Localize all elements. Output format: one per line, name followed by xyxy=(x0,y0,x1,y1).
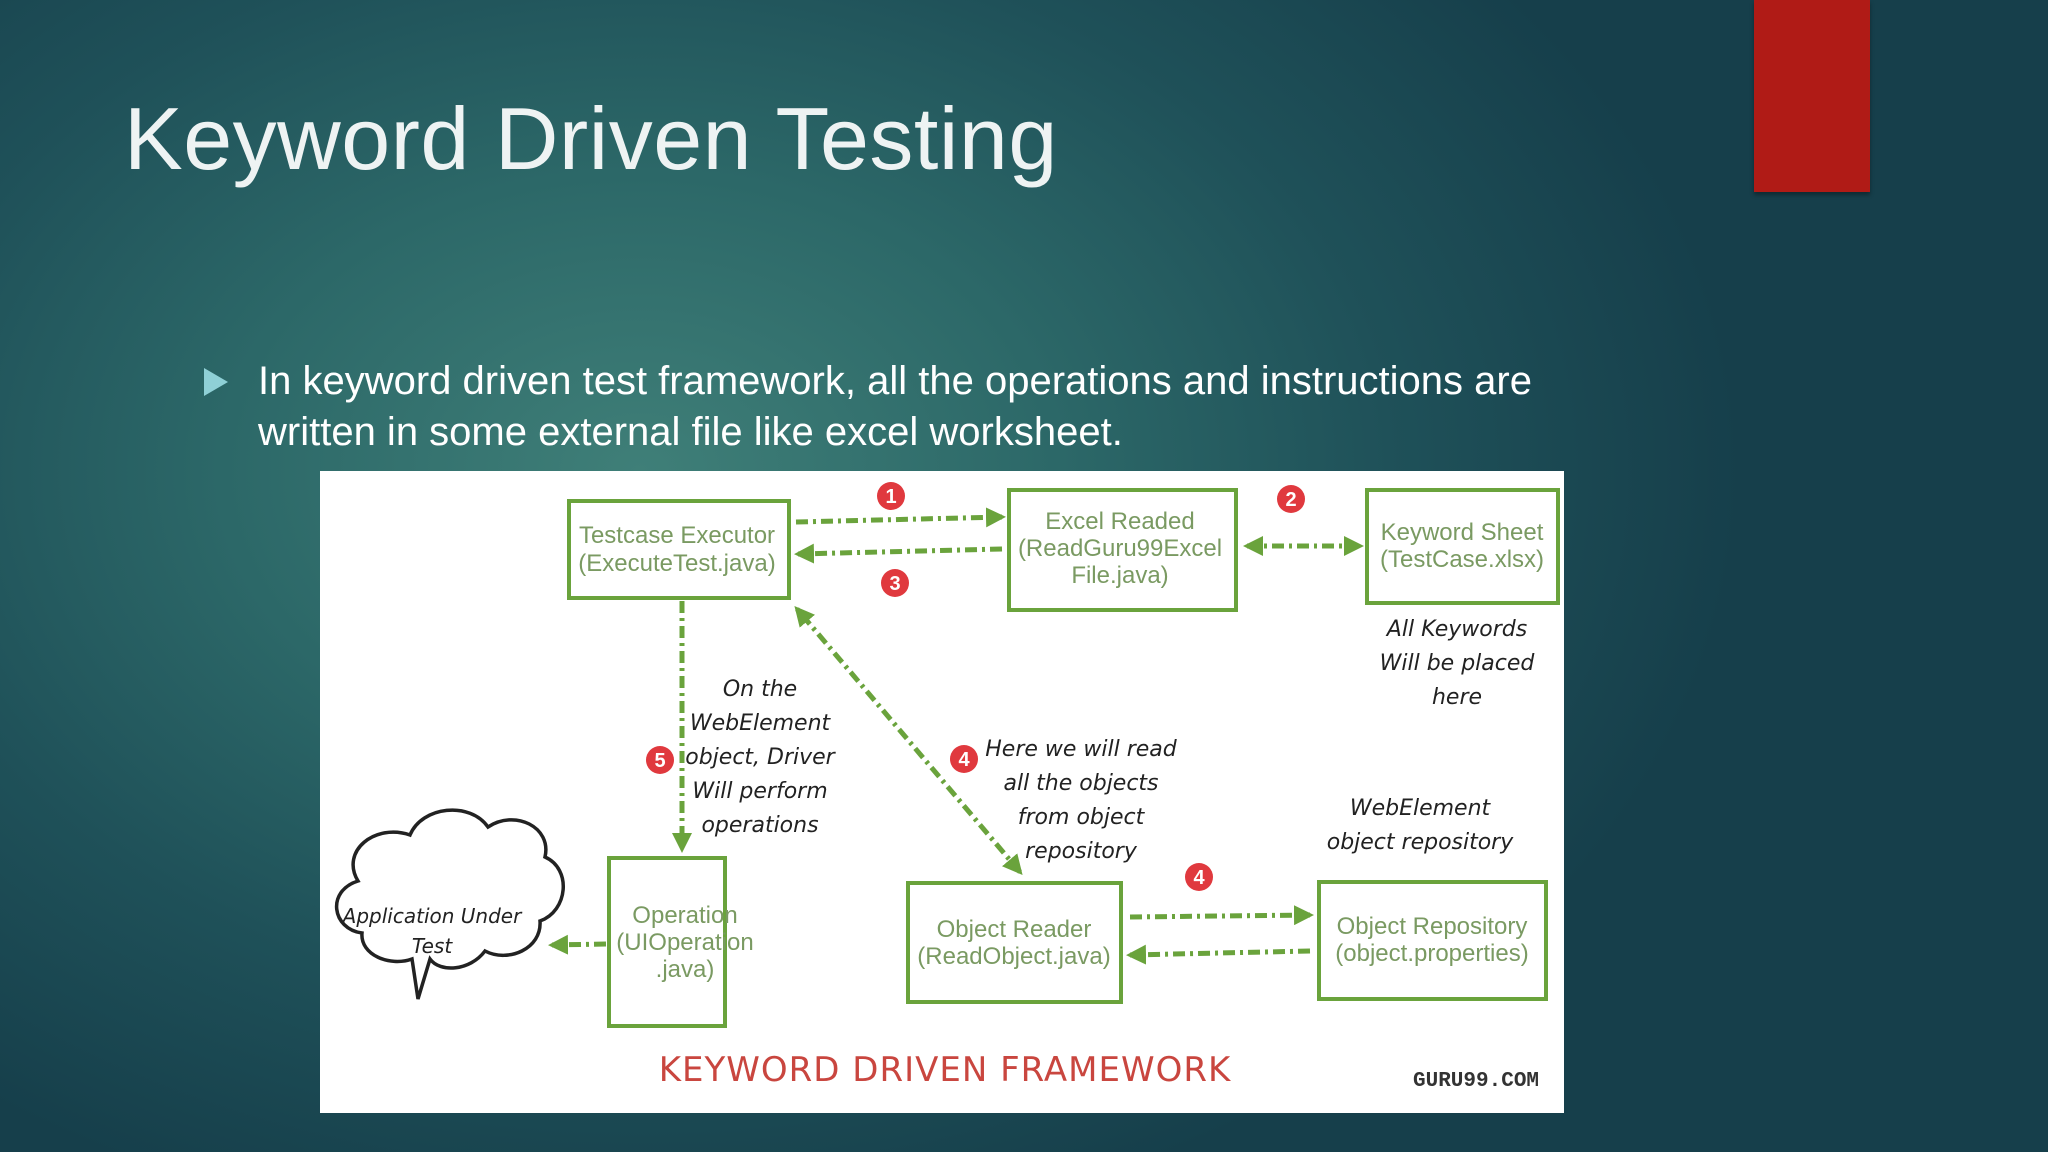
svg-text:All Keywords: All Keywords xyxy=(1385,617,1527,642)
svg-text:WebElement: WebElement xyxy=(1350,796,1492,821)
arrow-repository-to-reader xyxy=(1126,944,1311,965)
svg-text:Will be placed: Will be placed xyxy=(1380,651,1536,676)
svg-text:4: 4 xyxy=(958,749,970,771)
svg-text:5: 5 xyxy=(654,750,665,772)
svg-text:4: 4 xyxy=(1193,867,1205,889)
flow-arrows xyxy=(548,507,1364,965)
accent-bar xyxy=(1754,0,1870,192)
keyword-sheet-file: (TestCase.xlsx) xyxy=(1380,546,1544,573)
svg-text:1: 1 xyxy=(885,486,896,508)
step-badge-2: 2 xyxy=(1277,485,1305,513)
excel-readed-name: Excel Readed xyxy=(1045,508,1194,535)
svg-text:Here we will read: Here we will read xyxy=(985,737,1178,762)
arrow-excel-to-executor xyxy=(794,543,1003,564)
keyword-sheet-name: Keyword Sheet xyxy=(1381,519,1544,546)
arrow-operation-to-application xyxy=(548,934,607,955)
keyword-sheet-box: Keyword Sheet (TestCase.xlsx) xyxy=(1365,488,1560,605)
svg-text:Will perform: Will perform xyxy=(692,779,827,804)
object-reader-box: Object Reader (ReadObject.java) xyxy=(906,881,1123,1004)
note-repository: WebElement object repository xyxy=(1327,796,1514,855)
cloud-line-1: Application Under xyxy=(341,904,523,928)
object-repository-box: Object Repository (object.properties) xyxy=(1317,880,1548,1001)
cloud-line-2: Test xyxy=(412,934,453,958)
diagram-footer-title: KEYWORD DRIVEN FRAMEWORK xyxy=(659,1050,1232,1090)
arrow-reader-to-repository xyxy=(1129,905,1314,926)
step-badge-3: 3 xyxy=(881,569,909,597)
operation-box: Operation (UIOperation .java) xyxy=(607,856,754,1028)
step-badge-4-repository: 4 xyxy=(1185,863,1213,891)
svg-text:3: 3 xyxy=(889,573,900,595)
object-reader-name: Object Reader xyxy=(937,916,1092,943)
object-repository-name: Object Repository xyxy=(1337,913,1528,940)
object-reader-file: (ReadObject.java) xyxy=(917,943,1110,970)
testcase-executor-file: (ExecuteTest.java) xyxy=(578,550,775,577)
operation-class: (UIOperation xyxy=(616,929,753,956)
svg-text:WebElement: WebElement xyxy=(690,711,832,736)
step-badge-1: 1 xyxy=(877,482,905,510)
svg-text:all the objects: all the objects xyxy=(1003,771,1158,796)
note-read-objects: Here we will read all the objects from o… xyxy=(985,737,1178,864)
arrow-executor-to-excel xyxy=(795,507,1006,528)
svg-text:2: 2 xyxy=(1285,489,1296,511)
bullet-line-2: written in some external file like excel… xyxy=(258,410,1123,454)
guru99-watermark: GURU99.COM xyxy=(1413,1070,1539,1093)
svg-text:object repository: object repository xyxy=(1327,830,1514,855)
svg-text:On the: On the xyxy=(723,677,797,702)
bullet-text: In keyword driven test framework, all th… xyxy=(258,356,1532,458)
framework-diagram: Testcase Executor (ExecuteTest.java) Exc… xyxy=(320,471,1564,1113)
application-under-test-cloud: Application Under Test xyxy=(334,808,566,1000)
operation-name: Operation xyxy=(632,902,737,929)
step-badge-4-reader: 4 xyxy=(950,745,978,773)
excel-readed-file: File.java) xyxy=(1071,562,1168,589)
testcase-executor-box: Testcase Executor (ExecuteTest.java) xyxy=(567,499,791,600)
svg-text:from object: from object xyxy=(1018,805,1146,830)
bullet-line-1: In keyword driven test framework, all th… xyxy=(258,359,1532,403)
triangle-bullet-icon xyxy=(204,368,228,396)
diagram-canvas: Testcase Executor (ExecuteTest.java) Exc… xyxy=(334,482,1560,1093)
step-badge-5: 5 xyxy=(646,746,674,774)
note-keywords: All Keywords Will be placed here xyxy=(1380,617,1536,710)
arrow-executor-object-reader xyxy=(794,605,1023,876)
svg-text:operations: operations xyxy=(701,813,818,838)
excel-readed-class: (ReadGuru99Excel xyxy=(1018,535,1222,562)
object-repository-file: (object.properties) xyxy=(1335,940,1528,967)
svg-text:object, Driver: object, Driver xyxy=(685,745,836,770)
excel-readed-box: Excel Readed (ReadGuru99Excel File.java) xyxy=(1007,488,1238,612)
svg-text:repository: repository xyxy=(1025,839,1138,864)
testcase-executor-name: Testcase Executor xyxy=(579,522,775,549)
note-webelement-driver: On the WebElement object, Driver Will pe… xyxy=(685,677,836,838)
slide-title: Keyword Driven Testing xyxy=(124,89,1058,188)
operation-file: .java) xyxy=(656,956,715,983)
svg-text:here: here xyxy=(1432,685,1482,710)
